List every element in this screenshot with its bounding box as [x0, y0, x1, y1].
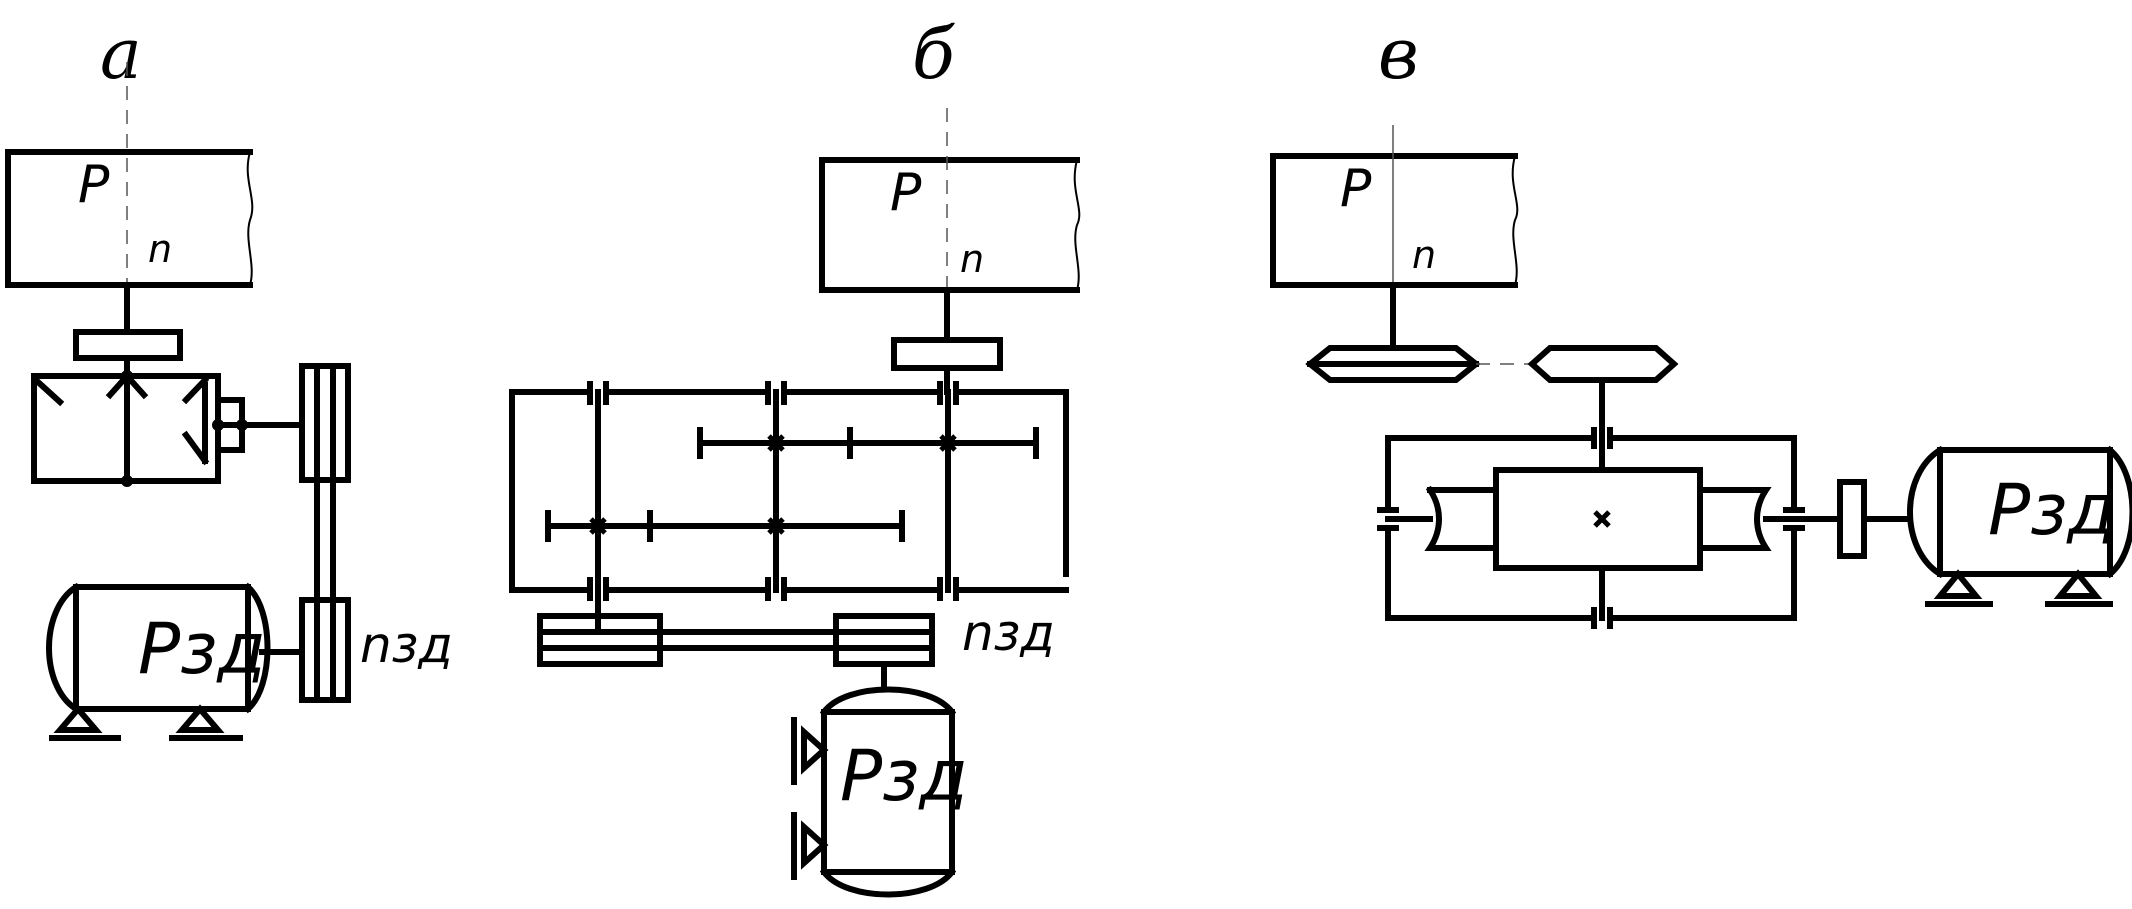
scheme-a: а P n	[5, 13, 453, 741]
scheme-a-motor-speed-label: nзд	[360, 616, 453, 674]
scheme-b-motor-power-label: Рзд	[840, 735, 968, 817]
scheme-v-machine: P n	[1270, 125, 1519, 288]
scheme-v-letter: в	[1378, 13, 1419, 95]
scheme-v-chain-drive	[1305, 345, 1679, 383]
scheme-b-letter: б	[912, 13, 955, 95]
scheme-b-machine-speed-label: n	[960, 237, 984, 281]
scheme-b: б P n	[509, 13, 1081, 898]
scheme-b-coupling	[891, 337, 1003, 371]
scheme-a-bevel-gearbox	[31, 370, 305, 487]
scheme-v: в P n	[1270, 13, 2132, 629]
scheme-a-belt-drive	[299, 363, 351, 703]
scheme-v-worm-gearbox	[1377, 427, 1805, 629]
scheme-b-gearbox	[509, 381, 1069, 633]
scheme-a-letter: а	[100, 13, 142, 95]
scheme-a-motor-power-label: Рзд	[138, 608, 266, 690]
scheme-a-motor: Рзд	[46, 582, 271, 741]
scheme-b-motor-speed-label: nзд	[962, 604, 1055, 662]
scheme-a-machine-power-label: P	[78, 155, 110, 215]
scheme-v-machine-power-label: P	[1340, 159, 1372, 219]
scheme-v-coupling	[1837, 479, 1867, 559]
scheme-a-machine: P n	[5, 62, 254, 288]
scheme-v-motor-power-label: Рзд	[1988, 469, 2116, 551]
scheme-v-motor: Рзд	[1907, 445, 2132, 607]
scheme-b-motor: Рзд	[791, 686, 968, 898]
scheme-a-machine-speed-label: n	[148, 227, 172, 271]
scheme-b-machine-power-label: P	[890, 163, 922, 223]
scheme-a-coupling	[73, 329, 183, 361]
scheme-b-machine: P n	[819, 108, 1081, 293]
scheme-v-machine-speed-label: n	[1412, 233, 1436, 277]
